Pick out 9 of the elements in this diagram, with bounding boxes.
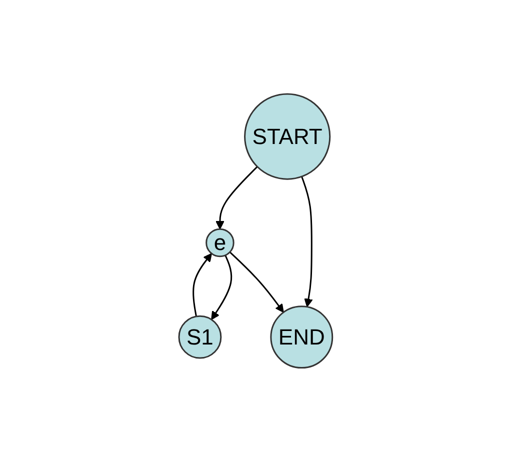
node-circle: e — [206, 228, 235, 258]
node-circle: S1 — [178, 315, 222, 359]
node-circle: START — [244, 93, 331, 180]
arrow — [230, 252, 284, 313]
arrow — [211, 255, 232, 320]
arrow — [216, 166, 258, 230]
node-circle: END — [270, 306, 334, 369]
arrow — [301, 176, 314, 308]
arrow — [192, 253, 212, 317]
